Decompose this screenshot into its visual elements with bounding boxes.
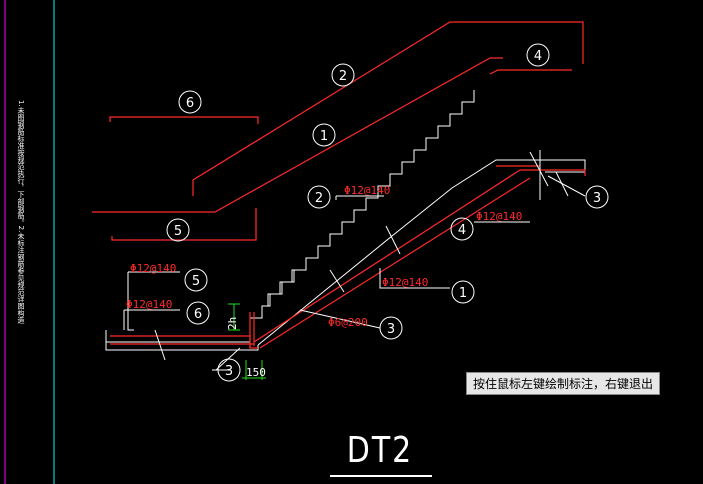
marker-1-text: 1 xyxy=(459,286,467,301)
dimension-labels: 2h 150 xyxy=(226,317,266,379)
marker-4-text: 4 xyxy=(458,223,466,238)
status-tooltip: 按住鼠标左键绘制标注，右键退出 xyxy=(466,372,661,395)
marker-text-group: 6 2 4 1 5 2 4 1 3 3 5 6 3 xyxy=(174,49,601,379)
label-6-rebar: Φ12@140 xyxy=(130,262,176,275)
label-5-rebar: Φ12@140 xyxy=(126,298,172,311)
marker-6-left xyxy=(186,301,210,325)
marker-2 xyxy=(307,185,331,209)
rebar-shapes-top xyxy=(92,21,584,241)
rebar-label-group: Φ12@140 Φ12@140 Φ12@140 Φ12@140 Φ12@140 … xyxy=(126,184,522,329)
marker-5-left xyxy=(184,268,208,292)
dim-150: 150 xyxy=(246,366,266,379)
marker-1 xyxy=(451,280,475,304)
marker-6-left-text: 6 xyxy=(194,307,202,322)
leader-lines xyxy=(123,150,586,371)
section-marks xyxy=(154,151,569,361)
marker-5-top-text: 5 xyxy=(174,224,182,239)
marker-4 xyxy=(450,217,474,241)
marker-4-top-text: 4 xyxy=(534,49,542,64)
marker-3-mid-text: 3 xyxy=(387,322,395,337)
marker-1-top-text: 1 xyxy=(320,129,328,144)
label-2-rebar: Φ12@140 xyxy=(344,184,390,197)
label-4-rebar: Φ12@140 xyxy=(476,210,522,223)
marker-3-right-text: 3 xyxy=(593,191,601,206)
marker-5-top xyxy=(166,218,190,242)
label-3-rebar: Φ6@200 xyxy=(328,316,368,329)
marker-3-bottom-text: 3 xyxy=(225,364,233,379)
marker-group xyxy=(166,43,609,382)
side-note: 1.未图钢筋标准按规范执行，下部钢筋。2.未标注钢筋参见规范详图构造 xyxy=(17,100,25,324)
marker-6-top xyxy=(178,90,202,114)
dim-2h: 2h xyxy=(226,317,239,330)
marker-3-right xyxy=(585,185,609,209)
marker-6-top-text: 6 xyxy=(186,96,194,111)
drawing-title: DT2 xyxy=(347,428,414,470)
marker-4-top xyxy=(526,43,550,67)
marker-3-mid xyxy=(379,316,403,340)
marker-2-text: 2 xyxy=(315,191,323,206)
stair-rebar xyxy=(110,165,586,349)
marker-2-top-text: 2 xyxy=(339,69,347,84)
marker-3-bottom xyxy=(217,358,241,382)
dimension-lines xyxy=(228,303,266,380)
label-1-rebar: Φ12@140 xyxy=(382,276,428,289)
marker-2-top xyxy=(331,63,355,87)
marker-5-left-text: 5 xyxy=(192,274,200,289)
marker-1-top xyxy=(312,123,336,147)
